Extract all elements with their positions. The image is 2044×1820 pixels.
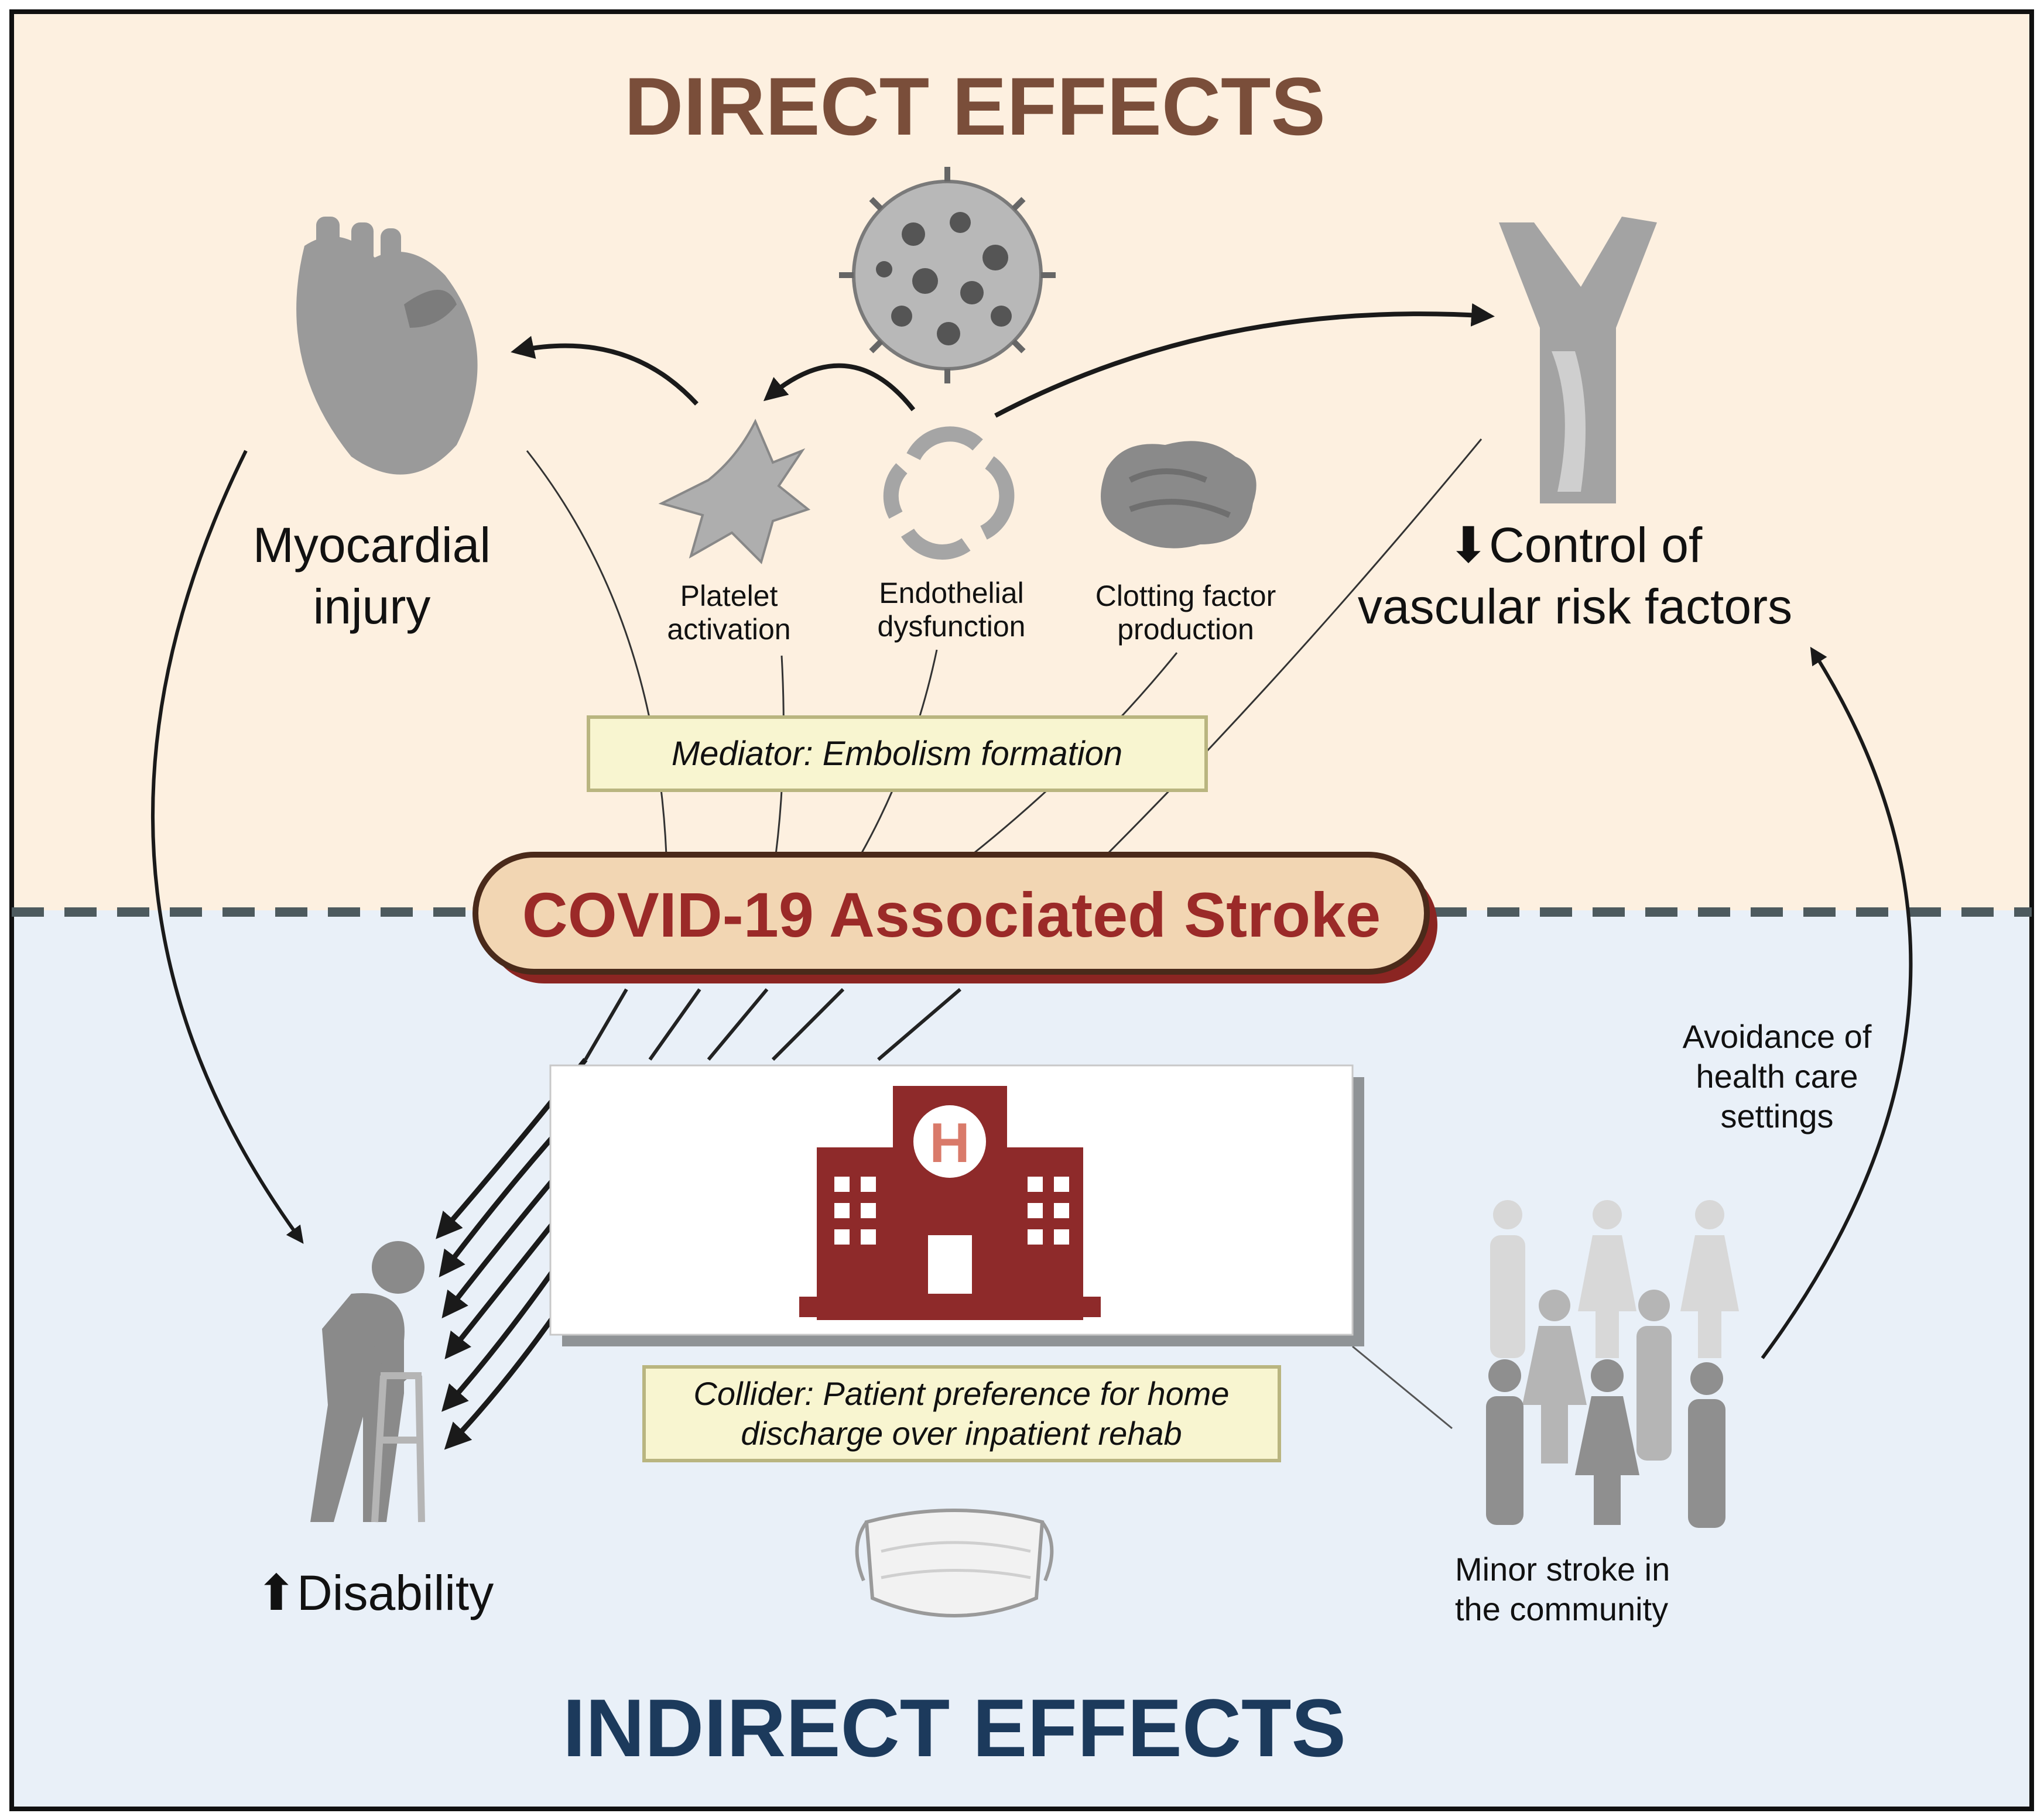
clotting-line-1: Clotting factor — [1095, 580, 1276, 612]
blood-vessel-icon — [1499, 217, 1657, 503]
avoidance-line-3: settings — [1721, 1098, 1834, 1134]
vascular-risk-label: ⬇Control of vascular risk factors — [1358, 517, 1792, 634]
face-mask-icon — [855, 1509, 1054, 1617]
platelet-activation-label: Platelet activation — [667, 580, 790, 646]
platelet-line-2: activation — [667, 613, 790, 646]
lower-connector-lines — [584, 988, 961, 1061]
avoidance-line-1: Avoidance of — [1683, 1018, 1872, 1055]
arrow-myocardial-to-disability — [151, 450, 304, 1244]
platelet-icon — [658, 419, 811, 564]
elderly-walker-icon — [310, 1241, 425, 1523]
hospital-card: H — [549, 1064, 1364, 1346]
myocardial-injury-label: Myocardial injury — [253, 517, 491, 634]
minor-stroke-line-2: the community — [1455, 1591, 1668, 1627]
covid-stroke-pill: COVID-19 Associated Stroke — [473, 852, 1437, 983]
minor-stroke-label: Minor stroke in the community — [1455, 1551, 1670, 1627]
arrow-endothelial-to-vascular — [994, 303, 1495, 418]
endothelial-ring-icon — [883, 426, 1015, 560]
collider-line-1: Collider: Patient preference for home — [693, 1375, 1229, 1412]
disability-label: ⬆Disability — [256, 1565, 494, 1620]
vascular-line-2: vascular risk factors — [1358, 579, 1792, 634]
arrow-platelet-to-myocardial — [511, 335, 699, 406]
clotting-factor-label: Clotting factor production — [1095, 580, 1276, 646]
collider-box: Collider: Patient preference for home di… — [642, 1365, 1281, 1462]
covid-stroke-text: COVID-19 Associated Stroke — [522, 879, 1381, 950]
arrow-endothelial-to-platelet — [763, 363, 916, 412]
clot-icon — [1101, 441, 1256, 549]
arrow-avoidance-to-vascular — [1761, 646, 1913, 1359]
clotting-line-2: production — [1117, 613, 1254, 646]
heart-icon — [296, 217, 478, 475]
avoidance-line-2: health care — [1696, 1058, 1858, 1095]
vascular-line-1: ⬇Control of — [1448, 517, 1703, 573]
mediator-text: Mediator: Embolism formation — [672, 735, 1122, 773]
myocardial-line-2: injury — [313, 579, 431, 634]
indirect-effects-title: INDIRECT EFFECTS — [563, 1682, 1346, 1774]
crowd-icon — [1486, 1200, 1739, 1528]
platelet-line-1: Platelet — [680, 580, 778, 612]
hospital-icon: H — [799, 1086, 1101, 1320]
endothelial-line-2: dysfunction — [878, 610, 1026, 643]
virus-icon — [839, 167, 1056, 383]
direct-effects-title: DIRECT EFFECTS — [624, 60, 1326, 152]
people-connector-line — [1352, 1345, 1453, 1430]
minor-stroke-line-1: Minor stroke in — [1455, 1551, 1670, 1588]
mediator-box: Mediator: Embolism formation — [587, 715, 1208, 792]
collider-line-2: discharge over inpatient rehab — [741, 1415, 1182, 1452]
myocardial-line-1: Myocardial — [253, 517, 491, 573]
endothelial-dysfunction-label: Endothelial dysfunction — [878, 577, 1026, 643]
endothelial-line-1: Endothelial — [879, 577, 1023, 609]
hospital-letter: H — [929, 1112, 970, 1174]
avoidance-label: Avoidance of health care settings — [1683, 1018, 1872, 1134]
